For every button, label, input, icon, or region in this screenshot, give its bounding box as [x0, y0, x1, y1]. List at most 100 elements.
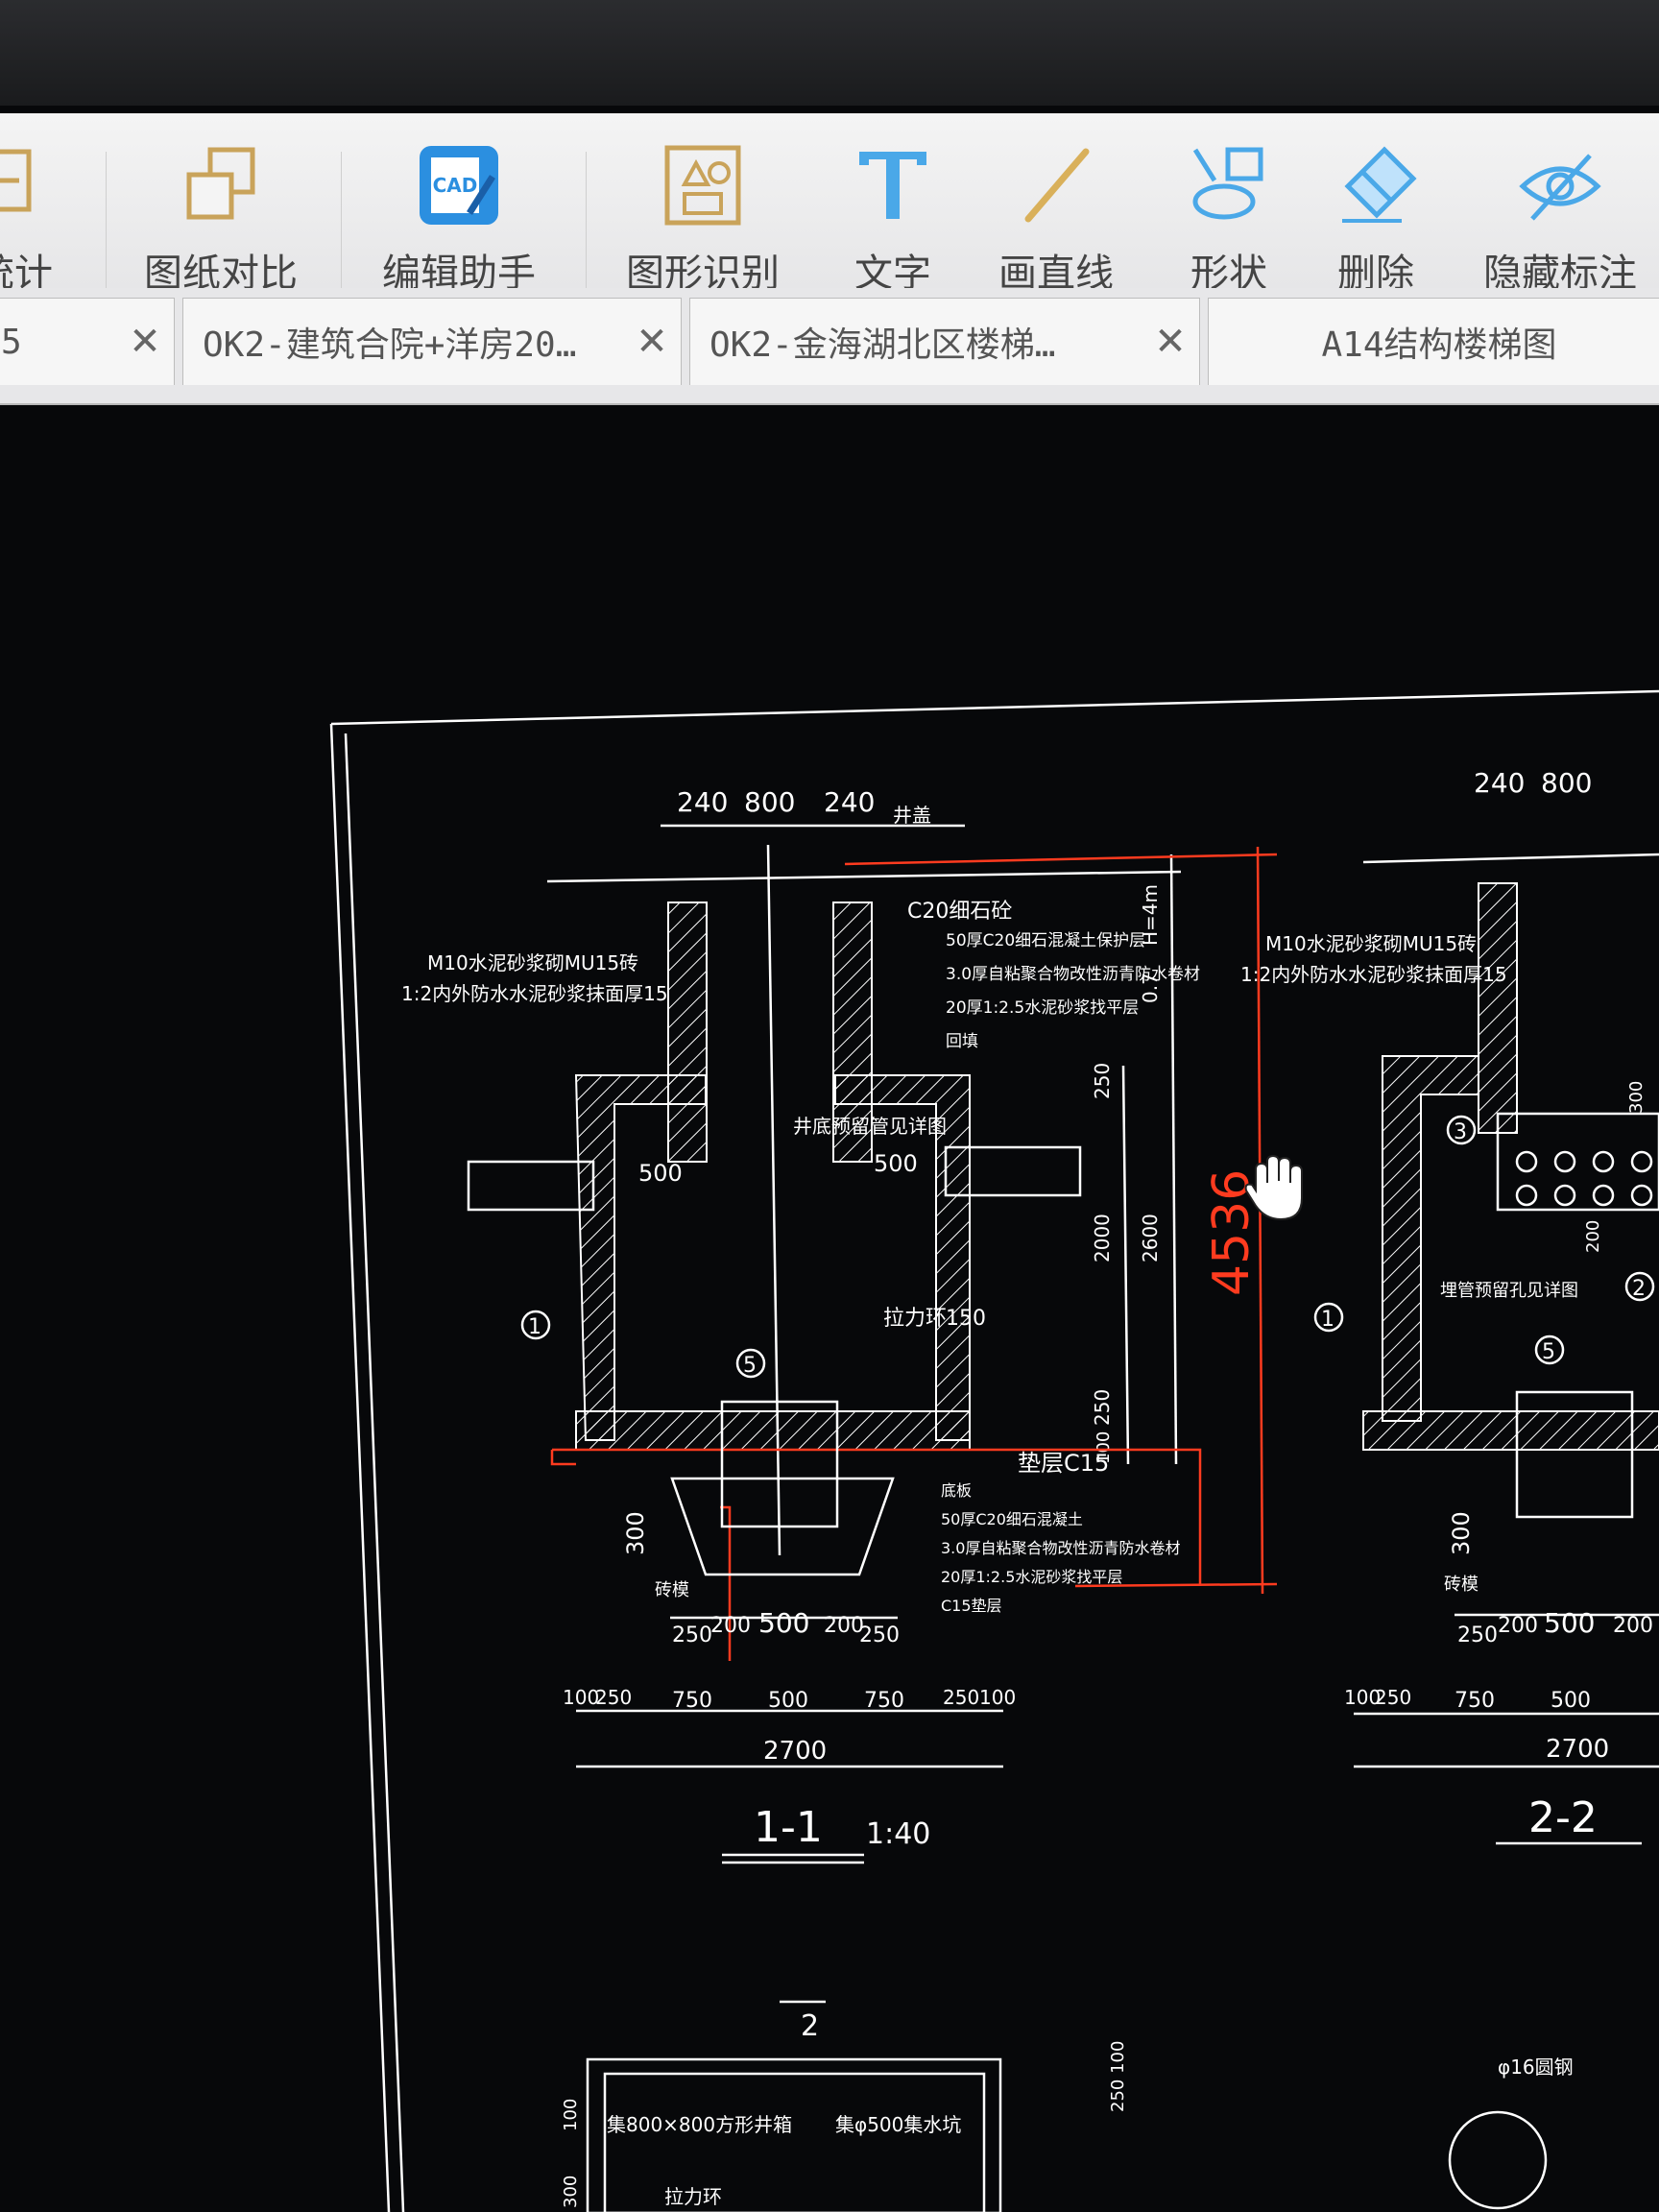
s2-pit-dim-250: 250	[1457, 1623, 1498, 1647]
tool-cad-edit[interactable]: CAD 编辑助手	[382, 142, 536, 305]
section-scale: 1:40	[866, 1817, 930, 1851]
tool-compare[interactable]: 图纸对比	[144, 142, 298, 305]
label-150: 150	[946, 1307, 986, 1331]
chamber-floor	[575, 1410, 971, 1451]
shape-icon	[1192, 147, 1263, 220]
plan-label-dim: 250 100	[1108, 2041, 1128, 2112]
tab-label: A14结构楼梯图	[1321, 325, 1557, 365]
total-dim-2700: 2700	[763, 1737, 827, 1766]
bottom-layer-4: 20厚1:2.5水泥砂浆找平层	[941, 1568, 1122, 1586]
tab-document-3[interactable]: OK2-金海湖北区楼梯… ✕	[689, 298, 1200, 385]
text-icon	[859, 152, 926, 219]
cad-drawing-canvas[interactable]: 240 800 240 井盖 C20细石砼 M10水泥砂浆砌MU15砖 1:2内…	[0, 403, 1659, 2212]
red-dim-vertical	[1256, 846, 1264, 1595]
cad-edit-icon: CAD	[420, 146, 498, 225]
pit-dim-200-right: 200	[824, 1614, 864, 1638]
red-dim-top	[844, 853, 1278, 866]
s2-pipe-hole	[1553, 1184, 1576, 1207]
tab-document-4[interactable]: A14结构楼梯图	[1208, 298, 1659, 385]
s2-base-dim-100: 100	[1344, 1686, 1381, 1709]
frame-inner-left-line	[344, 733, 405, 2212]
hand-cursor-icon	[1244, 1154, 1303, 1221]
wall-note-1: M10水泥砂浆砌MU15砖	[427, 951, 638, 974]
base-dim-100-left: 100	[563, 1686, 599, 1709]
label-dianceng: 垫层C15	[1018, 1450, 1109, 1477]
tab-document-1[interactable]: 5 ✕	[0, 298, 175, 385]
tab-close-icon[interactable]: ✕	[1154, 320, 1187, 364]
s2-pipe-hole	[1553, 1150, 1576, 1173]
tool-statistics[interactable]: 统计	[0, 142, 58, 305]
plan-outline-outer	[586, 2057, 1002, 2212]
plan-label-100: 100	[561, 2099, 581, 2131]
s2-dim-300: 300	[1626, 1081, 1647, 1114]
pipe-right	[944, 1145, 1082, 1197]
s2-pit-dim-200-right: 200	[1613, 1614, 1653, 1638]
s2-pipe-hole	[1592, 1150, 1615, 1173]
red-dim-bottom	[1074, 1582, 1278, 1588]
s2-dim-240: 240	[1474, 767, 1525, 799]
cad-badge-text: CAD	[433, 174, 478, 197]
s2-pipe-hole	[1592, 1184, 1615, 1207]
label-h4m: H=4m	[1139, 884, 1162, 946]
vertical-dim-line-2	[1169, 854, 1178, 1465]
label-zhuanmo: 砖模	[655, 1580, 689, 1600]
plan-section-marker: 2	[801, 2009, 819, 2043]
monitor-bezel	[0, 0, 1659, 106]
sump-base	[670, 1477, 895, 1576]
s2-wall-note-1: M10水泥砂浆砌MU15砖	[1265, 932, 1477, 955]
label-lali: 拉力环	[883, 1307, 947, 1331]
marker-1-text: 1	[528, 1315, 541, 1339]
s2-label-300: 300	[1448, 1511, 1475, 1555]
plan-label-lali: 拉力环	[664, 2185, 722, 2208]
plan-outline-inner	[603, 2072, 986, 2212]
tool-shape[interactable]: 形状	[1186, 142, 1272, 305]
s2-pipe-hole	[1515, 1184, 1538, 1207]
plan-view: 2 集800×800方形井箱 集φ500集水坑 拉力环 100 300 250 …	[561, 2000, 1574, 2212]
vertical-dim-line-1	[1121, 1065, 1130, 1465]
vdim-250-bottom: 250	[1091, 1389, 1114, 1426]
tab-close-icon[interactable]: ✕	[636, 320, 668, 364]
s2-marker-5-text: 5	[1542, 1340, 1555, 1364]
marker-circle-1	[520, 1310, 551, 1340]
plan-label-pit2: 集φ500集水坑	[835, 2113, 961, 2136]
red-outline	[550, 1448, 1202, 1661]
plan-circle	[1448, 2110, 1548, 2210]
s2-section-title: 2-2	[1528, 1793, 1598, 1842]
s2-pipe-hole	[1630, 1150, 1653, 1173]
plan-label-pit1: 集800×800方形井箱	[607, 2113, 792, 2136]
s2-base-dim-750: 750	[1455, 1689, 1495, 1713]
s2-dim-800: 800	[1541, 767, 1592, 799]
s2-pipe-hole	[1630, 1184, 1653, 1207]
pipe-left	[467, 1160, 595, 1212]
pit-dim-250-left: 250	[672, 1623, 712, 1647]
s2-label-pipe: 埋管预留孔见详图	[1440, 1281, 1578, 1301]
tool-draw-line[interactable]: 画直线	[998, 142, 1114, 305]
tab-close-icon[interactable]: ✕	[129, 320, 161, 364]
section-title-1-1: 1-1	[754, 1803, 823, 1852]
pit-dim-250-right: 250	[859, 1623, 900, 1647]
s2-wall-upper	[1478, 882, 1518, 1134]
wall-note-2: 1:2内外防水水泥砂浆抹面厚15	[401, 982, 668, 1005]
layer-note-4: 回填	[946, 1032, 978, 1051]
hide-eye-icon	[1519, 154, 1601, 221]
tool-hide-annotation[interactable]: 隐藏标注	[1483, 142, 1637, 305]
vdim-2600: 2600	[1139, 1214, 1162, 1262]
plan-label-phi: φ16圆钢	[1498, 2056, 1574, 2079]
s2-base-dim-250: 250	[1375, 1686, 1411, 1709]
tool-text[interactable]: 文字	[850, 142, 936, 305]
ribbon-toolbar: 统计 图纸对比 CAD 编辑助手	[0, 113, 1659, 316]
label-jingdi: 井底预留管见详图	[793, 1115, 947, 1138]
s2-marker-3-text: 3	[1454, 1120, 1467, 1144]
tab-document-2[interactable]: OK2-建筑合院+洋房20… ✕	[182, 298, 682, 385]
sump-pit	[720, 1400, 839, 1528]
bottom-layer-1: 底板	[941, 1481, 972, 1500]
marker-5-text: 5	[743, 1354, 757, 1378]
s2-marker-circle-3	[1446, 1115, 1477, 1145]
tool-delete[interactable]: 删除	[1333, 142, 1419, 305]
section-2-2: 240 800 M10水泥砂浆砌MU15砖 1:2内外防水水泥砂浆抹面厚15 3…	[1240, 767, 1659, 1845]
dim-240-right: 240	[824, 786, 875, 818]
line-icon	[1024, 148, 1090, 223]
shaft-wall-left	[667, 902, 708, 1163]
tool-shape-recognition[interactable]: 图形识别	[626, 142, 780, 305]
s2-pipe-block	[1496, 1112, 1659, 1212]
